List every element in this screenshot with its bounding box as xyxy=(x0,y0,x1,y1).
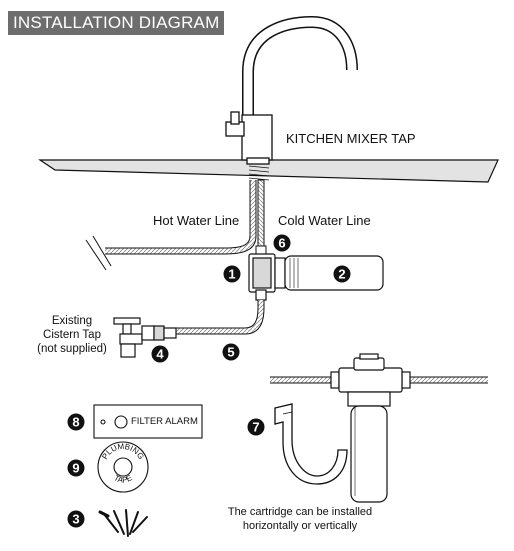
cartridge-note-line-1: The cartridge can be installed xyxy=(227,506,373,518)
cartridge-note-line-2: horizontally or vertically xyxy=(242,520,358,532)
filter-unit-horizontal xyxy=(248,253,384,301)
filter-unit-vertical xyxy=(270,353,488,503)
callout-6: 6 xyxy=(273,234,291,252)
kitchen-mixer-tap xyxy=(225,15,358,181)
cold-water-line xyxy=(255,179,267,255)
callout-9: 9 xyxy=(67,459,85,477)
screws xyxy=(98,509,148,537)
callout-8: 8 xyxy=(67,413,85,431)
svg-text:1: 1 xyxy=(228,267,235,282)
existing-cistern-tap-label: Existing Cistern Tap (not supplied) xyxy=(30,314,114,356)
svg-text:TAPE: TAPE xyxy=(112,473,133,484)
hot-water-line xyxy=(85,180,257,271)
svg-text:3: 3 xyxy=(72,512,79,527)
cistern-tap xyxy=(113,317,177,358)
mounting-bracket xyxy=(274,403,348,485)
cold-water-line-label: Cold Water Line xyxy=(278,213,371,228)
filter-alarm-label: FILTER ALARM xyxy=(131,416,198,427)
cistern-label-line-2: Cistern Tap xyxy=(43,329,101,341)
callout-3: 3 xyxy=(67,510,85,528)
svg-text:8: 8 xyxy=(72,415,79,430)
svg-text:4: 4 xyxy=(156,347,164,362)
callout-4: 4 xyxy=(151,345,169,363)
cartridge-note: The cartridge can be installed horizonta… xyxy=(205,505,395,533)
callout-1: 1 xyxy=(223,265,241,283)
cistern-label-line-1: Existing xyxy=(51,315,93,327)
svg-text:9: 9 xyxy=(72,461,79,476)
svg-text:6: 6 xyxy=(278,236,285,251)
kitchen-mixer-tap-label: KITCHEN MIXER TAP xyxy=(286,131,416,146)
callout-5: 5 xyxy=(222,343,240,361)
callout-7: 7 xyxy=(247,418,265,436)
supply-hose xyxy=(176,300,265,335)
svg-text:7: 7 xyxy=(252,420,259,435)
svg-text:5: 5 xyxy=(227,345,234,360)
callout-2: 2 xyxy=(333,265,351,283)
cistern-label-line-3: (not supplied) xyxy=(37,343,107,355)
svg-text:2: 2 xyxy=(338,267,345,282)
bench-top xyxy=(38,159,499,183)
plumbing-tape xyxy=(97,441,149,493)
diagram-title: INSTALLATION DIAGRAM xyxy=(8,11,225,35)
filter-alarm xyxy=(93,404,203,439)
hot-water-line-label: Hot Water Line xyxy=(153,213,240,228)
